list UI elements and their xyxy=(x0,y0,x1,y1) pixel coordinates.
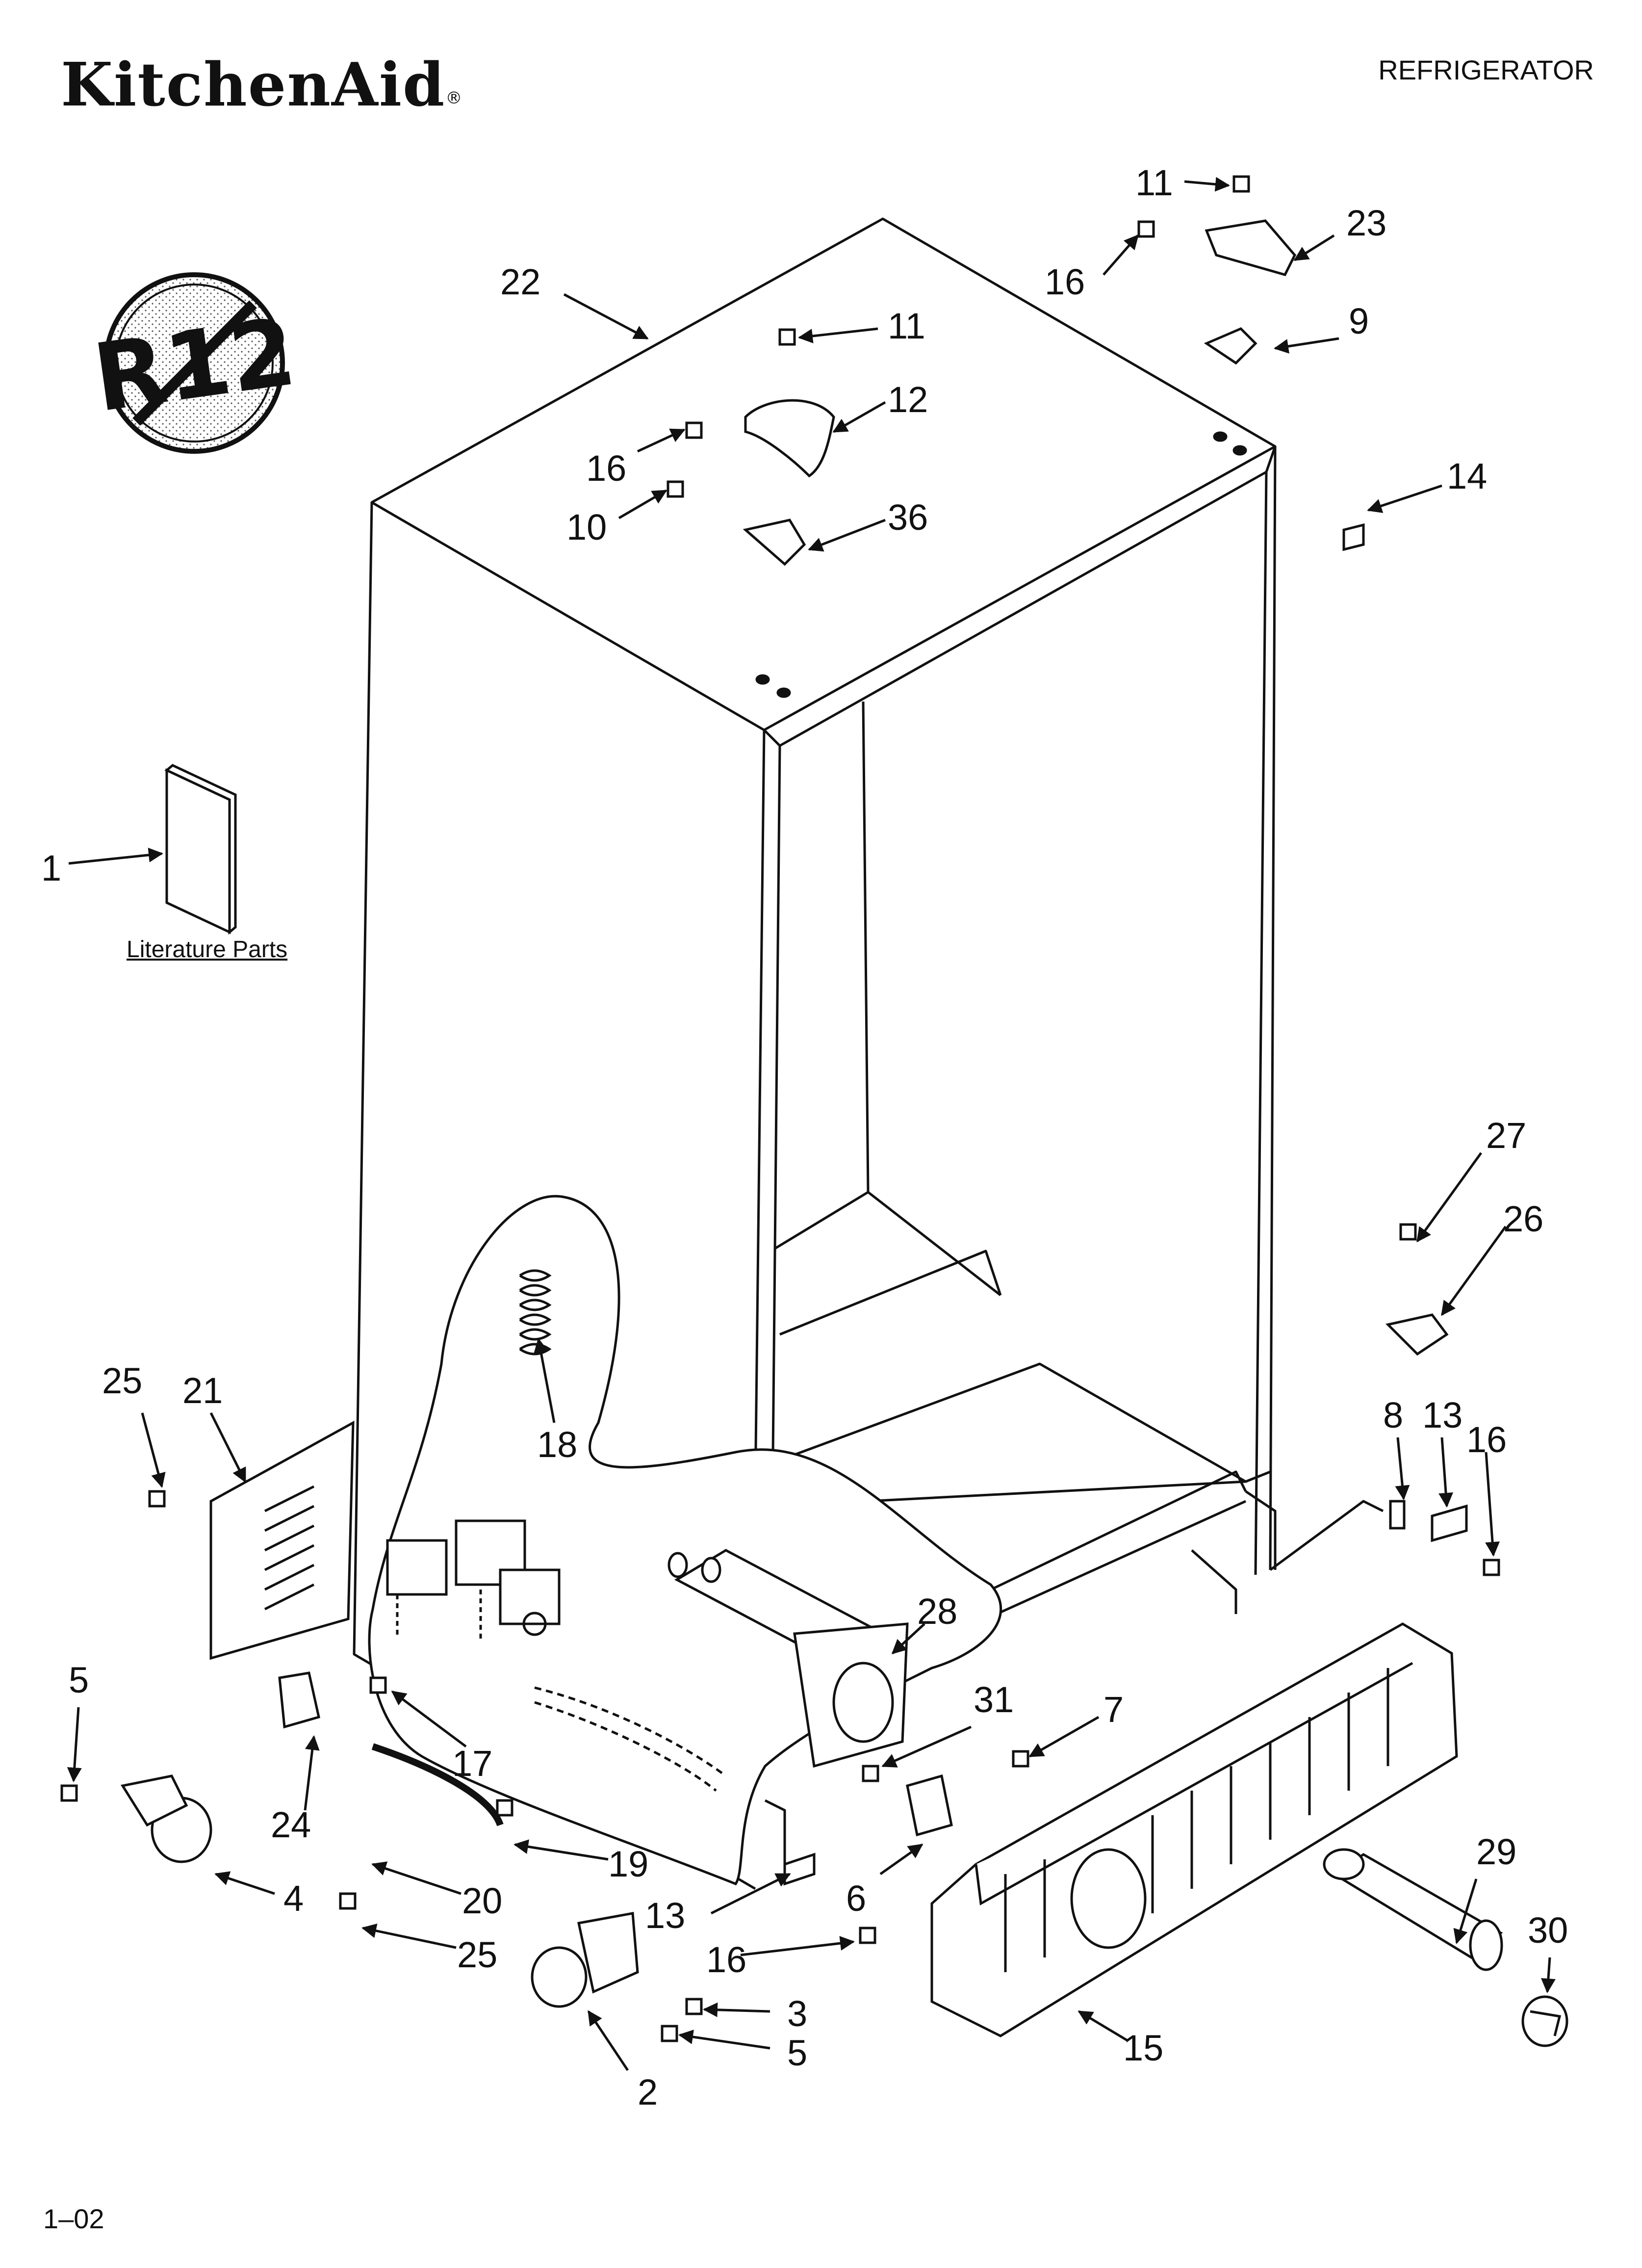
registered-mark: ® xyxy=(445,88,463,108)
callout-8: 8 xyxy=(1383,1395,1403,1435)
part-duct-28 xyxy=(667,1549,909,1768)
callout-5: 5 xyxy=(787,2033,807,2073)
callout-24: 24 xyxy=(271,1804,311,1845)
callout-13: 13 xyxy=(645,1895,685,1936)
callout-18: 18 xyxy=(537,1424,577,1465)
callout-28: 28 xyxy=(917,1591,957,1632)
callout-labels: 11 23 16 9 22 11 12 16 10 36 14 1 27 26 … xyxy=(41,162,1568,2112)
callout-36: 36 xyxy=(888,497,928,538)
callout-30: 30 xyxy=(1528,1910,1568,1951)
no-r12-refrigerant-icon: R12 xyxy=(87,272,302,454)
callout-4: 4 xyxy=(283,1878,304,1919)
callout-6: 6 xyxy=(846,1878,866,1919)
callout-21: 21 xyxy=(182,1370,223,1411)
callout-11: 11 xyxy=(1135,162,1173,203)
literature-parts-label: Literature Parts xyxy=(127,937,288,963)
callout-12: 12 xyxy=(888,379,928,420)
callout-10: 10 xyxy=(566,507,607,547)
cabinet xyxy=(353,217,1384,1890)
part-filter-cap-30 xyxy=(1521,1995,1568,2047)
callout-3: 3 xyxy=(787,1993,807,2034)
callout-7: 7 xyxy=(1103,1689,1124,1730)
screws xyxy=(60,175,1500,2042)
footer-code: 1–02 xyxy=(43,2203,104,2234)
callout-16: 16 xyxy=(706,1939,746,1980)
document-title: REFRIGERATOR xyxy=(1378,54,1594,85)
callout-16: 16 xyxy=(1466,1419,1507,1460)
callout-17: 17 xyxy=(452,1743,492,1784)
literature-booklet xyxy=(164,764,237,935)
callout-14: 14 xyxy=(1447,456,1487,496)
callout-5: 5 xyxy=(69,1660,89,1700)
callout-11: 11 xyxy=(888,306,925,346)
callout-16: 16 xyxy=(1045,261,1085,302)
callout-23: 23 xyxy=(1346,203,1386,243)
callout-22: 22 xyxy=(500,261,540,302)
callout-15: 15 xyxy=(1123,2028,1163,2068)
callout-31: 31 xyxy=(974,1679,1014,1720)
callout-2: 2 xyxy=(638,2072,658,2112)
brand-name: KitchenAid xyxy=(61,49,446,120)
callout-25: 25 xyxy=(457,1934,497,1975)
callout-9: 9 xyxy=(1349,301,1369,341)
callout-20: 20 xyxy=(462,1880,502,1921)
callout-1: 1 xyxy=(41,848,61,888)
callout-16: 16 xyxy=(586,448,626,489)
callout-29: 29 xyxy=(1476,1831,1516,1872)
part-toe-grille-15 xyxy=(930,1622,1458,2037)
leader-lines xyxy=(67,177,1556,2071)
callout-13: 13 xyxy=(1422,1395,1462,1435)
callout-25: 25 xyxy=(102,1360,142,1401)
callout-27: 27 xyxy=(1486,1115,1526,1156)
callout-19: 19 xyxy=(608,1844,648,1884)
brand-logo: KitchenAid® xyxy=(61,49,463,120)
part-water-filter-29 xyxy=(1323,1848,1503,1971)
small-hardware xyxy=(60,175,1500,2042)
callout-26: 26 xyxy=(1503,1199,1543,1239)
